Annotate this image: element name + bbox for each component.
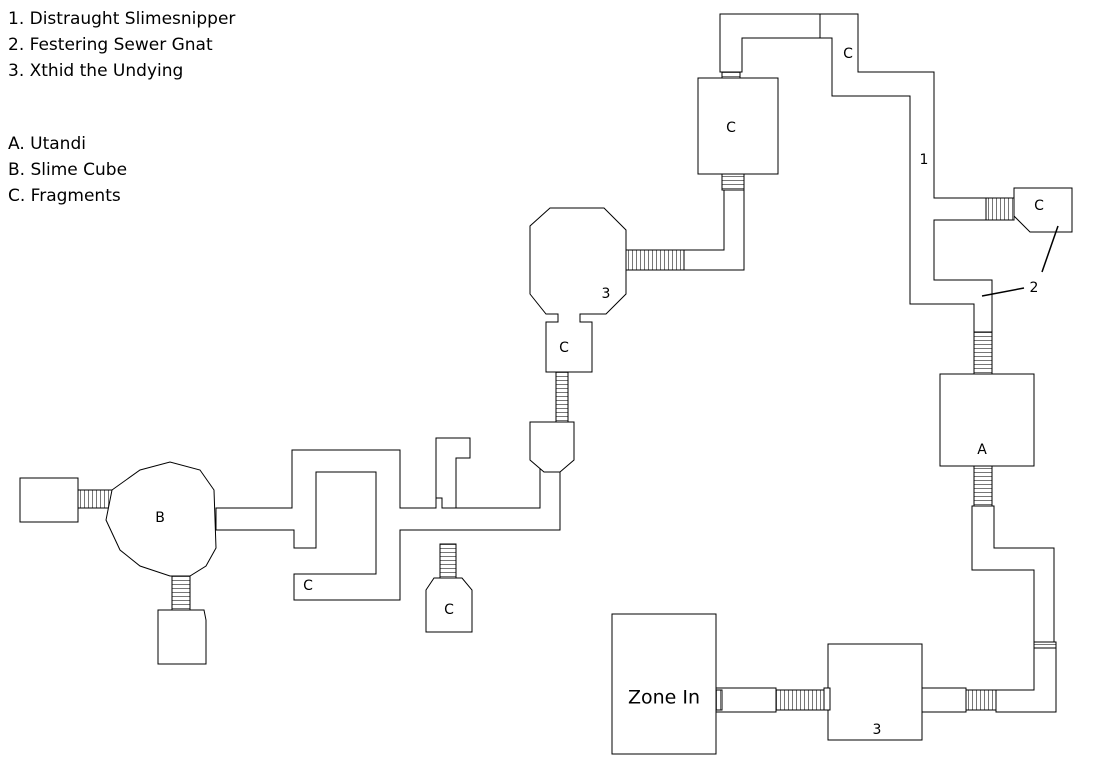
doorway (823, 687, 831, 711)
stairways (77, 71, 1057, 711)
legend-mob-3: 3. Xthid the Undying (8, 61, 184, 81)
stair (985, 197, 1015, 221)
corridor-mid (683, 189, 745, 271)
label-fragments: C (303, 578, 313, 594)
corridor-top-right (819, 13, 993, 333)
corridor-west-loop (215, 437, 561, 601)
stair (715, 689, 723, 711)
room-xthid-lower (827, 643, 923, 741)
stair (439, 543, 457, 579)
map-labels: C C 1 C 2 3 C A B C C Zone In 3 (155, 46, 1044, 738)
leader-line (1041, 225, 1059, 273)
room-zone-in (611, 613, 717, 755)
stair (77, 489, 113, 509)
legend-mob-1: 1. Distraught Slimesnipper (8, 9, 236, 29)
legend-item-c: C. Fragments (8, 186, 121, 206)
room-stair-landing (529, 421, 575, 473)
stair (775, 689, 825, 711)
label-mob-3: 3 (602, 286, 611, 302)
stair (965, 689, 997, 711)
room-fragments-ne (1013, 187, 1073, 233)
label-fragments: C (726, 120, 736, 136)
legend-mobs: 1. Distraught Slimesnipper 2. Festering … (8, 6, 235, 84)
corridor-bottom-mid (921, 687, 967, 713)
legend-mob-2: 2. Festering Sewer Gnat (8, 35, 213, 55)
room-fragments-top (697, 77, 779, 175)
label-mob-3: 3 (873, 722, 882, 738)
leader-line (981, 287, 1025, 297)
label-mob-1: 1 (920, 152, 929, 168)
label-utandi: A (977, 442, 987, 458)
stair (625, 249, 685, 271)
stair (973, 465, 993, 507)
room-fragments-south (425, 577, 473, 633)
stair (1033, 641, 1057, 649)
stair (721, 173, 745, 191)
room-xthid-upper (529, 207, 627, 373)
corridor-right-bottom (995, 647, 1057, 713)
label-slime-cube: B (155, 510, 165, 526)
room-utandi (939, 373, 1035, 467)
label-fragments: C (1034, 198, 1044, 214)
room-slime-cube (105, 461, 217, 577)
legend-item-a: A. Utandi (8, 134, 86, 154)
label-mob-2: 2 (1030, 280, 1039, 296)
corridor-right-down (971, 505, 1055, 643)
label-fragments: C (843, 46, 853, 62)
stair (973, 331, 993, 375)
label-fragments: C (559, 340, 569, 356)
room-west (19, 477, 79, 523)
rooms (19, 77, 1073, 755)
label-zone-in: Zone In (628, 687, 700, 709)
corridors (215, 13, 1057, 713)
corridor-top (719, 13, 821, 73)
room-south-of-b (157, 609, 207, 665)
legend-items: A. Utandi B. Slime Cube C. Fragments (8, 131, 127, 209)
stair (721, 71, 741, 79)
stair (171, 575, 191, 611)
label-fragments: C (444, 602, 454, 618)
corridor-bottom-left (715, 687, 777, 713)
legend-item-b: B. Slime Cube (8, 160, 128, 180)
stair (555, 365, 569, 423)
